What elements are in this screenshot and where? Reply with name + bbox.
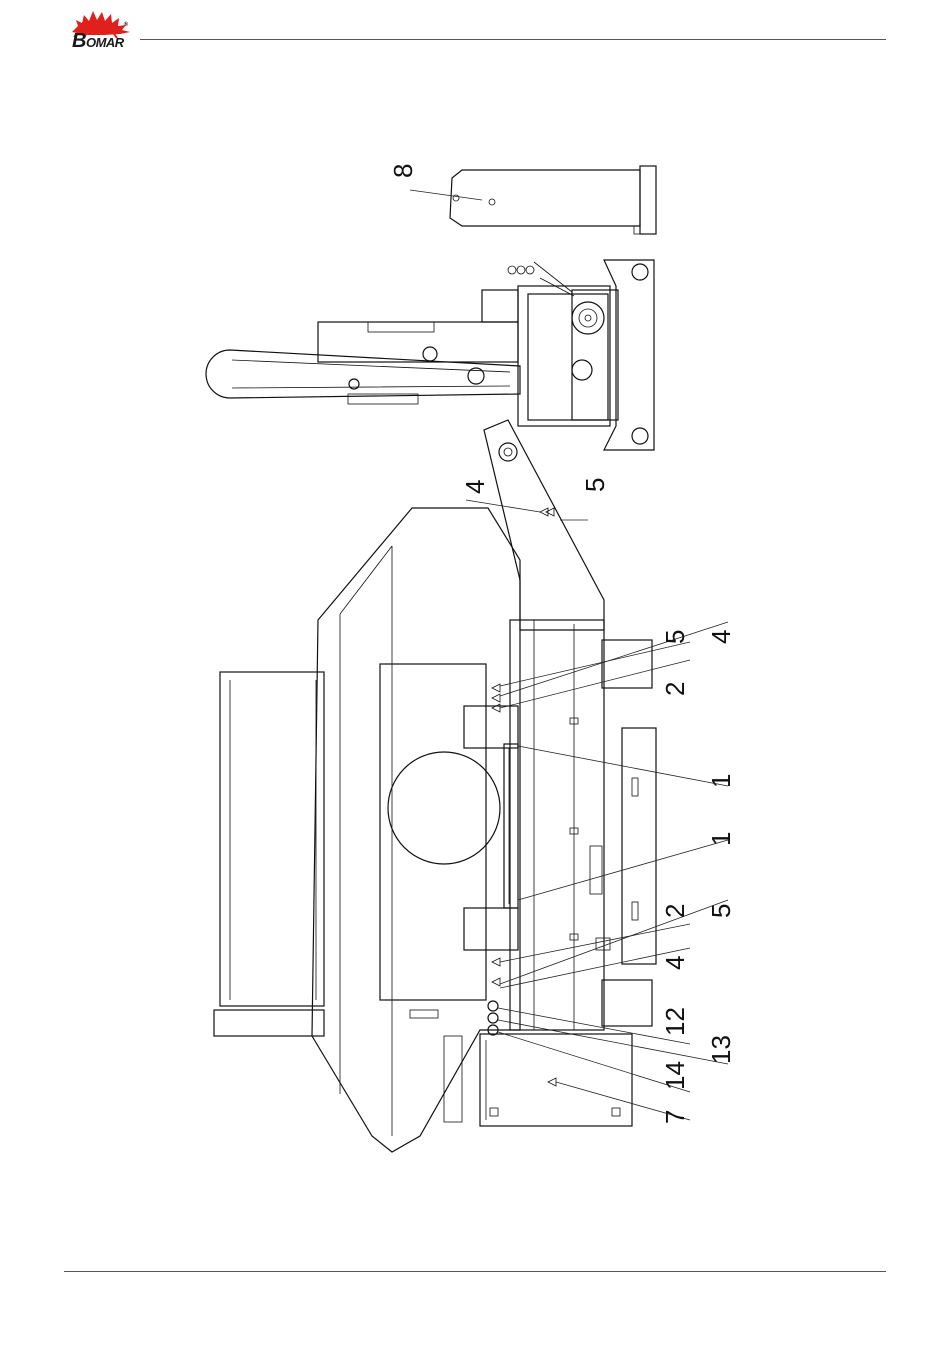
callout-5-b: 5 xyxy=(706,904,736,918)
callout-4-b: 4 xyxy=(660,956,690,970)
callout-7: 7 xyxy=(660,1110,690,1124)
callout-4-a: 4 xyxy=(706,630,736,644)
side-view-drawing xyxy=(206,260,654,450)
callout-1-b: 1 xyxy=(706,832,736,846)
leader-lines xyxy=(410,190,728,1120)
callout-2-b: 2 xyxy=(660,904,690,918)
callout-5-top: 5 xyxy=(580,478,610,492)
callout-1-a: 1 xyxy=(706,774,736,788)
callout-labels: 8 4 5 5 4 2 1 1 2 5 4 12 13 14 7 xyxy=(388,164,736,1124)
main-view-drawing xyxy=(214,420,656,1152)
callout-2-a: 2 xyxy=(660,682,690,696)
callout-12: 12 xyxy=(660,1007,690,1036)
callout-4-top: 4 xyxy=(460,480,490,494)
callout-13: 13 xyxy=(706,1035,736,1064)
callout-8: 8 xyxy=(388,164,418,178)
callout-14: 14 xyxy=(660,1061,690,1090)
callout-5-a: 5 xyxy=(660,630,690,644)
